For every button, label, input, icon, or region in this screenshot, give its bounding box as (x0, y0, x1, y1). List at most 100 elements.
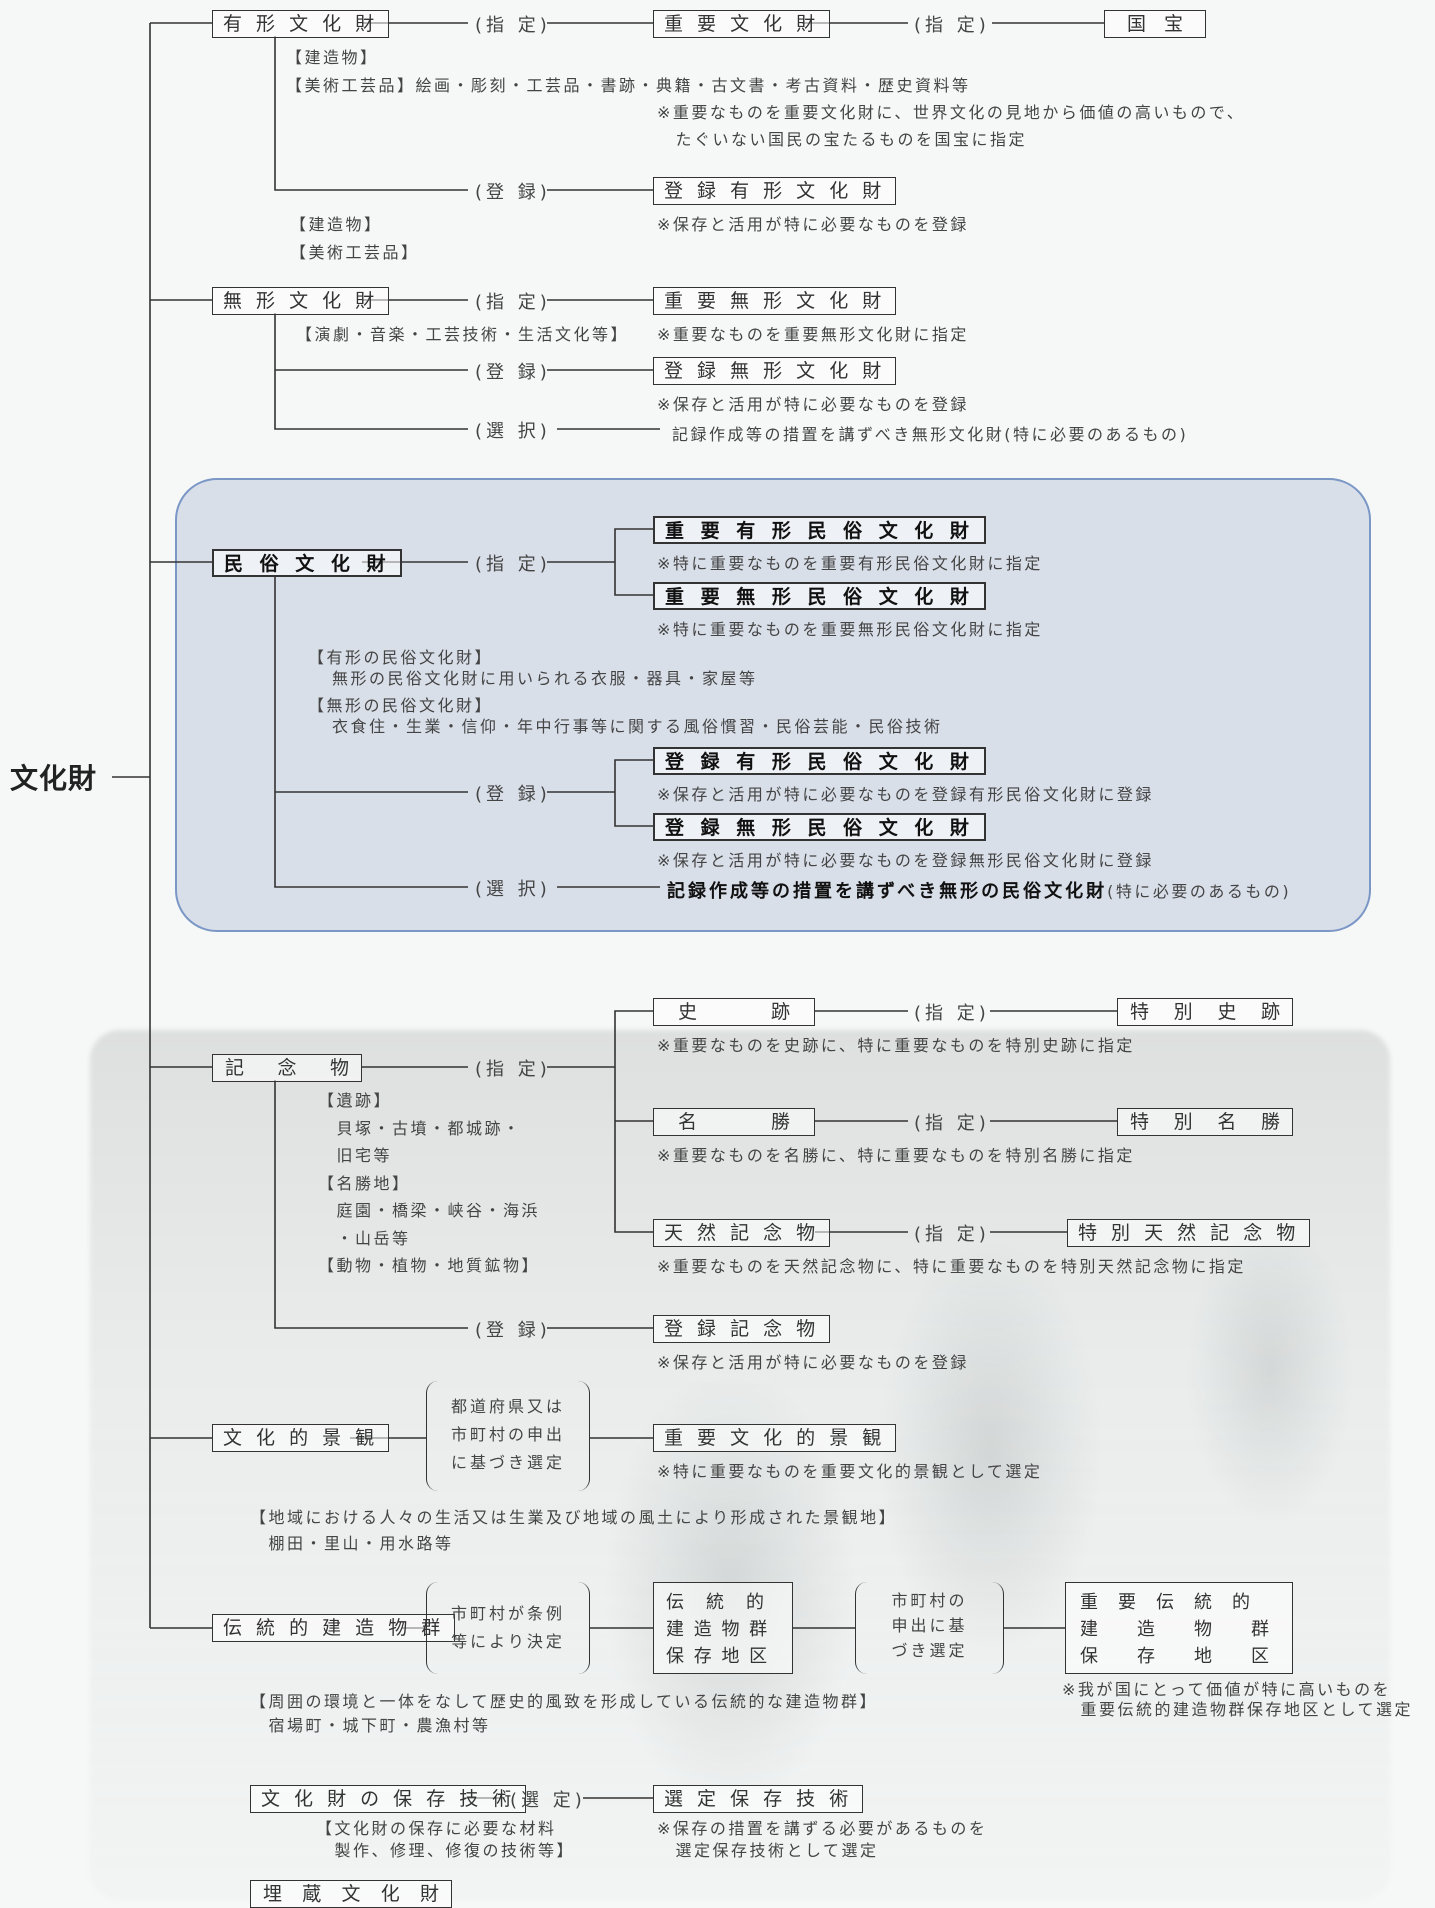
special-scenic-beauty-box: 特 別 名 勝 (1117, 1108, 1293, 1136)
registered-intangible-note: ※保存と活用が特に必要なものを登録 (657, 395, 969, 414)
conservation-techniques-note: ※保存の措置を講ずる必要があるものを 選定保存技術として選定 (657, 1819, 988, 1860)
important-cultural-property-box: 重 要 文 化 財 (653, 10, 831, 38)
scenic-char-2: 勝 (770, 1111, 790, 1133)
rel-select-2: (選 択) (475, 879, 551, 900)
conservation-techniques-description: 【文化財の保存に必要な材料 製作、修理、修復の技術等】 (316, 1819, 576, 1860)
special-scenic-char-3: 名 (1217, 1111, 1237, 1133)
rel-register-2: (登 録) (475, 362, 551, 383)
rel-register-4: (登 録) (475, 1320, 551, 1341)
scenic-beauty-box: 名 勝 (653, 1108, 815, 1136)
tangible-category-artworks: 【美術工芸品】絵画・彫刻・工芸品・書跡・典籍・古文書・考古資料・歴史資料等 (286, 76, 971, 95)
special-historic-site-box: 特 別 史 跡 (1117, 998, 1293, 1026)
national-treasure-box: 国 宝 (1104, 10, 1206, 38)
rel-designate-6: (指 定) (914, 1003, 990, 1024)
buried-char-3: 文 (341, 1883, 361, 1905)
intangible-selected-text: 記録作成等の措置を講ずべき無形文化財(特に必要のあるもの) (672, 425, 1189, 444)
landscape-selection-bracket: 都道府県又は 市町村の申出 に基づき選定 (426, 1381, 590, 1491)
tangible-category-buildings: 【建造物】 (286, 48, 379, 67)
monuments-char-3: 物 (329, 1057, 349, 1079)
registered-intangible-folk-note: ※保存と活用が特に必要なものを登録無形民俗文化財に登録 (657, 851, 1154, 870)
selected-conservation-techniques-box: 選 定 保 存 技 術 (653, 1785, 864, 1813)
monuments-char-1: 記 (225, 1057, 245, 1079)
national-treasure-note: ※重要なものを重要文化財に、世界文化の見地から価値の高いもので、 たぐいない国民… (657, 103, 1246, 149)
monuments-description: 【遺跡】 貝塚・古墳・都城跡・ 旧宅等 【名勝地】 庭園・橋梁・峡谷・海浜 ・山… (318, 1091, 541, 1275)
special-historic-char-3: 史 (1217, 1001, 1237, 1023)
special-historic-char-1: 特 (1130, 1001, 1150, 1023)
buried-char-5: 財 (419, 1883, 439, 1905)
landscape-description: 【地域における人々の生活又は生業及び地域の風土により形成された景観地】 棚田・里… (250, 1508, 898, 1553)
folk-intangible-heading: 【無形の民俗文化財】 (308, 696, 494, 715)
buried-cultural-property-box: 埋 蔵 文 化 財 (250, 1880, 452, 1908)
folk-selected-bold: 記録作成等の措置を講ずべき無形の民俗文化財 (667, 881, 1108, 902)
historic-site-box: 史 跡 (653, 998, 815, 1026)
rel-designate-7: (指 定) (914, 1113, 990, 1134)
important-cultural-landscape-note: ※特に重要なものを重要文化的景観として選定 (657, 1462, 1043, 1481)
monuments-box: 記 念 物 (212, 1054, 362, 1082)
important-cultural-landscape-box: 重 要 文 化 的 景 観 (653, 1424, 897, 1452)
intangible-cultural-property-box: 無 形 文 化 財 (212, 287, 390, 315)
registered-tangible-folk-box: 登 録 有 形 民 俗 文 化 財 (653, 747, 986, 775)
cultural-landscape-box: 文 化 的 景 観 (212, 1424, 390, 1452)
special-natural-monument-box: 特 別 天 然 記 念 物 (1067, 1219, 1311, 1247)
conservation-techniques-box: 文 化 財 の 保 存 技 術 (250, 1785, 527, 1813)
special-historic-char-2: 別 (1173, 1001, 1193, 1023)
folk-selected-rest: (特に必要のあるもの) (1107, 882, 1292, 901)
historic-site-char-1: 史 (678, 1001, 698, 1023)
buried-char-1: 埋 (263, 1883, 283, 1905)
registered-monument-box: 登 録 記 念 物 (653, 1315, 831, 1343)
natural-monument-box: 天 然 記 念 物 (653, 1219, 831, 1247)
registered-tangible-box: 登 録 有 形 文 化 財 (653, 177, 897, 205)
important-intangible-folk-box: 重 要 無 形 民 俗 文 化 財 (653, 582, 986, 610)
important-tangible-folk-box: 重 要 有 形 民 俗 文 化 財 (653, 516, 986, 544)
rel-designate-5: (指 定) (475, 1059, 551, 1080)
registered-intangible-folk-box: 登 録 無 形 民 俗 文 化 財 (653, 813, 986, 841)
folk-tangible-description: 無形の民俗文化財に用いられる衣服・器具・家屋等 (332, 669, 758, 688)
intangible-category: 【演劇・音楽・工芸技術・生活文化等】 (296, 325, 630, 344)
important-intangible-folk-note: ※特に重要なものを重要無形民俗文化財に指定 (657, 620, 1043, 639)
scenic-beauty-note: ※重要なものを名勝に、特に重要なものを特別名勝に指定 (657, 1146, 1135, 1165)
background-photo (90, 1030, 1390, 1900)
registered-tangible-note: ※保存と活用が特に必要なものを登録 (657, 215, 969, 234)
rel-designate-3: (指 定) (475, 292, 551, 313)
registered-intangible-box: 登 録 無 形 文 化 財 (653, 357, 897, 385)
national-treasure-char-2: 宝 (1163, 13, 1183, 35)
scenic-char-1: 名 (678, 1111, 698, 1133)
folk-selected-text: 記録作成等の措置を講ずべき無形の民俗文化財(特に必要のあるもの) (667, 877, 1291, 903)
special-historic-char-4: 跡 (1260, 1001, 1280, 1023)
buried-char-2: 蔵 (302, 1883, 322, 1905)
special-scenic-char-4: 勝 (1260, 1111, 1280, 1133)
important-intangible-note: ※重要なものを重要無形文化財に指定 (657, 325, 969, 344)
rel-designate-4: (指 定) (475, 554, 551, 575)
buildings-description: 【周囲の環境と一体をなして歴史的風致を形成している伝統的な建造物群】 宿場町・城… (250, 1692, 879, 1735)
rel-designate-8: (指 定) (914, 1224, 990, 1245)
special-scenic-char-2: 別 (1173, 1111, 1193, 1133)
buried-char-4: 化 (380, 1883, 400, 1905)
special-scenic-char-1: 特 (1130, 1111, 1150, 1133)
rel-register-3: (登 録) (475, 784, 551, 805)
tangible-cultural-property-box: 有 形 文 化 財 (212, 10, 390, 38)
monuments-char-2: 念 (277, 1057, 297, 1079)
folk-tangible-heading: 【有形の民俗文化財】 (308, 648, 494, 667)
rel-register-1: (登 録) (475, 182, 551, 203)
preservation-district-box: 伝 統 的 建 造 物 群 保 存 地 区 (653, 1582, 793, 1674)
rel-select-1: (選 択) (475, 421, 551, 442)
historic-site-char-2: 跡 (770, 1001, 790, 1023)
folk-intangible-description: 衣食住・生業・信仰・年中行事等に関する風俗慣習・民俗芸能・民俗技術 (332, 717, 943, 736)
rel-designate-1: (指 定) (475, 15, 551, 36)
important-preservation-district-box: 重 要 伝 統 的 建 造 物 群 保 存 地 区 (1065, 1582, 1293, 1674)
important-intangible-box: 重 要 無 形 文 化 財 (653, 287, 897, 315)
registered-category-buildings: 【建造物】 (290, 215, 383, 234)
buildings-ordinance-bracket: 市町村が条例 等により決定 (426, 1582, 590, 1674)
historic-site-note: ※重要なものを史跡に、特に重要なものを特別史跡に指定 (657, 1036, 1135, 1055)
rel-designate-2: (指 定) (914, 15, 990, 36)
folk-cultural-property-box: 民 俗 文 化 財 (212, 549, 403, 577)
buildings-request-bracket: 市町村の 申出に基 づき選定 (855, 1582, 1004, 1674)
root-label: 文化財 (10, 762, 98, 795)
registered-category-artworks: 【美術工芸品】 (290, 243, 420, 262)
traditional-buildings-box: 伝 統 的 建 造 物 群 (212, 1614, 456, 1642)
national-treasure-char-1: 国 (1127, 13, 1147, 35)
important-preservation-district-note: ※我が国にとって価値が特に高いものを 重要伝統的建造物群保存地区として選定 (1062, 1680, 1414, 1719)
important-tangible-folk-note: ※特に重要なものを重要有形民俗文化財に指定 (657, 554, 1043, 573)
